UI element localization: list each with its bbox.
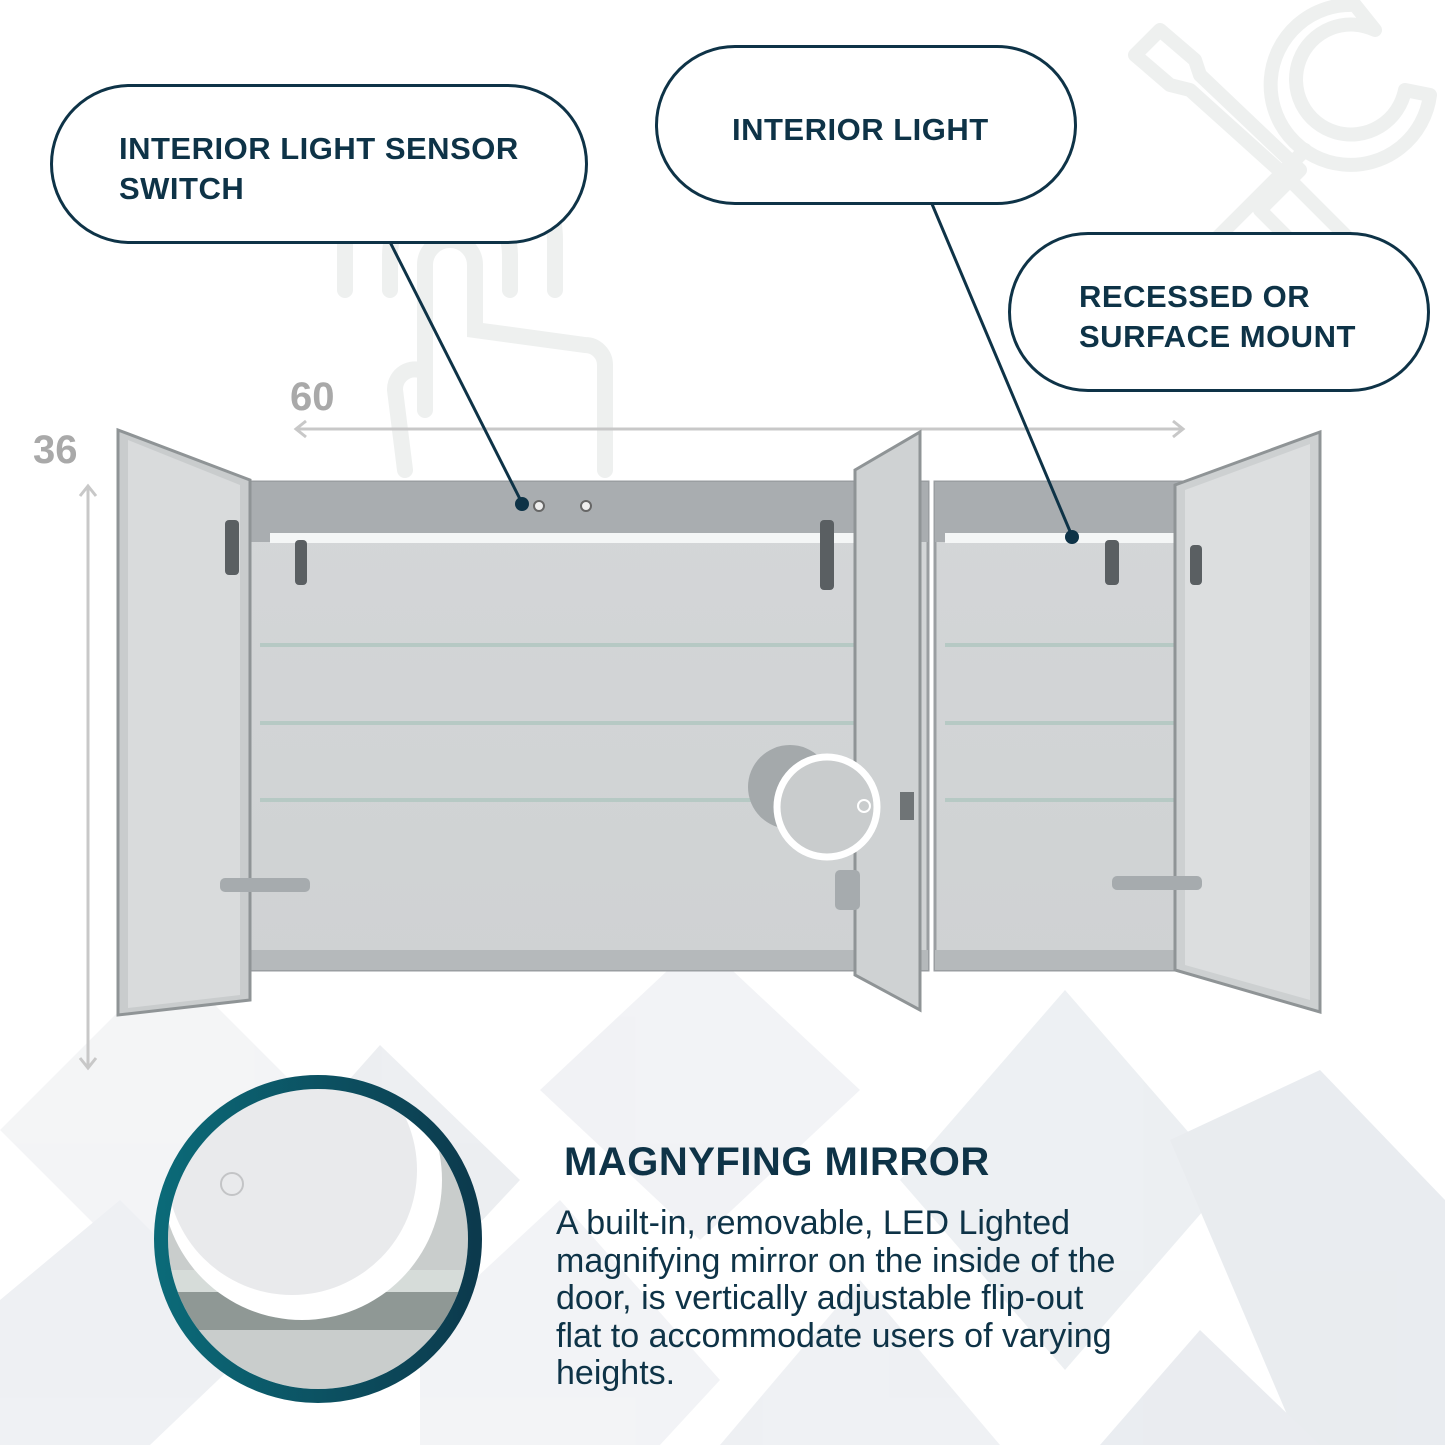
- height-dimension-label: 36: [33, 428, 78, 472]
- width-dimension-label: 60: [290, 375, 335, 419]
- callout-recessed-or-surface-mount: RECESSED OR SURFACE MOUNT: [1008, 232, 1430, 392]
- callout-label: INTERIOR LIGHT SENSOR SWITCH: [119, 131, 519, 206]
- callout-label: INTERIOR LIGHT: [732, 112, 989, 147]
- width-dimension-arrow: [293, 419, 1186, 439]
- height-dimension-arrow: [78, 483, 98, 1071]
- feature-title: MAGNYFING MIRROR: [564, 1140, 990, 1184]
- callout-interior-light: INTERIOR LIGHT: [655, 45, 1077, 205]
- leader-lines: [388, 203, 1074, 537]
- feature-description: A built-in, removable, LED Lighted magni…: [556, 1204, 1116, 1392]
- callout-interior-light-sensor-switch: INTERIOR LIGHT SENSOR SWITCH: [50, 84, 588, 244]
- magnifier-detail-inset: [154, 1075, 482, 1403]
- sensor-pointer-dot: [515, 497, 529, 511]
- medicine-cabinet-illustration: [116, 427, 1322, 1017]
- callout-label: RECESSED OR SURFACE MOUNT: [1079, 279, 1356, 354]
- light-pointer-dot: [1065, 530, 1079, 544]
